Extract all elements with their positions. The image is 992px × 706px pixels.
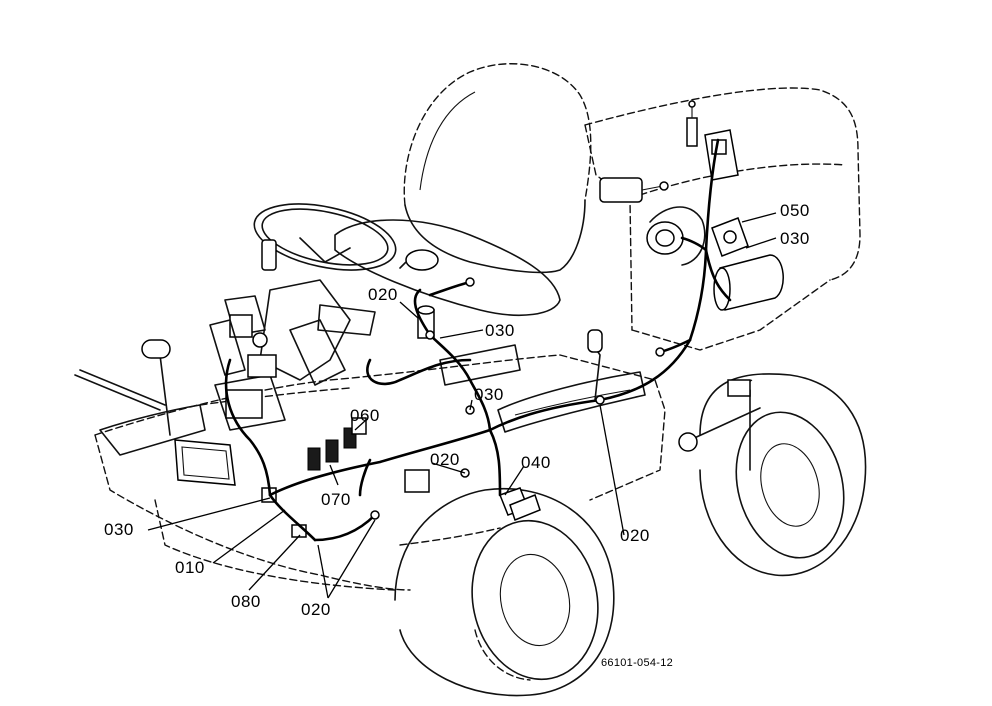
callout-080: 080 <box>231 592 261 611</box>
glow-plug <box>686 100 698 147</box>
chassis-body <box>94 344 666 591</box>
callout-040: 040 <box>521 453 551 472</box>
callout-050: 050 <box>780 201 810 220</box>
callout-060: 060 <box>350 406 380 425</box>
fuel-filter <box>599 177 669 203</box>
steering-wheel <box>253 203 397 271</box>
wiring-harness <box>224 138 732 542</box>
seat-cushion <box>334 219 561 316</box>
callout-020-side: 020 <box>620 526 650 545</box>
fuse-relay-cluster <box>307 417 430 493</box>
rear-tire <box>699 373 867 577</box>
headlight <box>174 439 236 486</box>
floor-deck <box>99 387 351 456</box>
starter-motor <box>711 217 784 311</box>
alternator <box>646 206 706 266</box>
callout-030-starter: 030 <box>780 229 810 248</box>
tie-rod <box>678 379 761 452</box>
callout-020-bottom: 020 <box>301 600 331 619</box>
dash-cluster <box>225 304 376 419</box>
leader-lines <box>147 212 777 599</box>
callout-020-floor: 020 <box>430 450 460 469</box>
callout-030-front: 030 <box>104 520 134 539</box>
relay-bracket <box>704 129 739 181</box>
callout-030-seat-switch: 030 <box>485 321 515 340</box>
callout-010: 010 <box>175 558 205 577</box>
seat-back <box>403 63 592 274</box>
callout-070: 070 <box>321 490 351 509</box>
callout-030-harness-mid: 030 <box>474 385 504 404</box>
fuel-sender <box>399 249 439 271</box>
catalog-number: 66101-054-12 <box>601 657 674 669</box>
levers <box>74 329 603 436</box>
front-tire <box>394 487 615 697</box>
callout-020-seat: 020 <box>368 285 398 304</box>
